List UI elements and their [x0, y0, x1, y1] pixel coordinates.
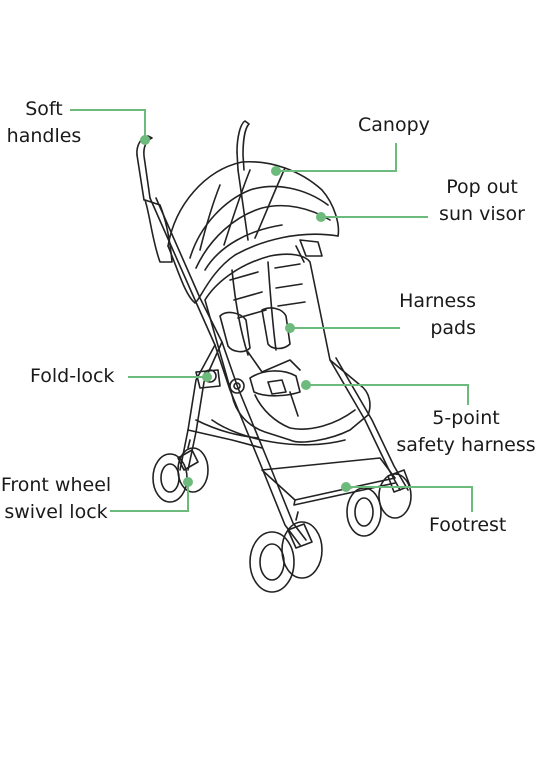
leader-footrest: [346, 486, 473, 512]
callout-lines: [70, 109, 473, 512]
dot-footrest: [341, 482, 351, 492]
label-swivel-lock-line2: swivel lock: [4, 501, 108, 523]
dot-sun-visor: [316, 212, 326, 222]
label-harness-pads: Harness pads: [388, 288, 476, 342]
label-soft-handles-line1: Soft: [25, 98, 63, 120]
label-sun-visor-line2: sun visor: [439, 203, 525, 225]
leader-harness: [306, 384, 469, 405]
label-harness-pads-line1: Harness: [399, 290, 476, 312]
label-harness-line1: 5-point: [432, 407, 500, 429]
frame-drawing: [149, 169, 409, 546]
label-fold-lock: Fold-lock: [30, 363, 114, 390]
wheels-drawing: [152, 439, 412, 593]
leader-canopy: [276, 143, 397, 172]
label-harness-pads-line2: pads: [430, 317, 476, 339]
dot-fold-lock: [202, 372, 212, 382]
dot-canopy: [271, 166, 281, 176]
callout-dots: [140, 135, 351, 492]
leader-soft-handles: [70, 109, 146, 140]
label-sun-visor-line1: Pop out: [446, 176, 518, 198]
label-harness-line2: safety harness: [396, 434, 536, 456]
label-canopy: Canopy: [358, 112, 430, 139]
label-soft-handles: Soft handles: [4, 96, 84, 150]
dot-soft-handles: [140, 135, 150, 145]
label-soft-handles-line2: handles: [6, 125, 82, 147]
leader-swivel-lock: [110, 482, 189, 512]
dot-swivel-lock: [183, 477, 193, 487]
label-five-point-harness: 5-point safety harness: [392, 405, 540, 459]
label-footrest: Footrest: [429, 512, 506, 539]
label-footrest-line1: Footrest: [429, 514, 507, 536]
stroller-illustration: [136, 120, 412, 593]
seat-drawing: [204, 253, 371, 443]
label-canopy-line1: Canopy: [358, 114, 430, 136]
label-pop-out-sun-visor: Pop out sun visor: [432, 174, 532, 228]
label-fold-lock-line1: Fold-lock: [30, 365, 115, 387]
label-swivel-lock-line1: Front wheel: [0, 474, 112, 496]
label-front-wheel-swivel-lock: Front wheel swivel lock: [0, 472, 112, 526]
dot-harness: [301, 380, 311, 390]
dot-harness-pads: [285, 323, 295, 333]
canopy-drawing: [167, 160, 340, 304]
